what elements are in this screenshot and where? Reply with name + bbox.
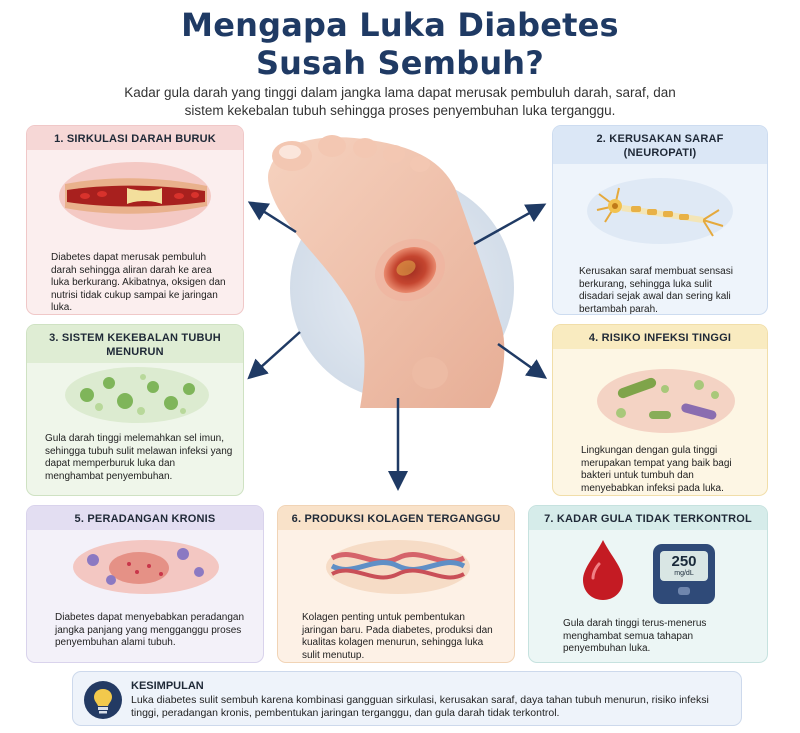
conclusion-title: KESIMPULAN: [131, 680, 204, 692]
meter-value: 250: [671, 553, 697, 570]
card-title: 6. PRODUKSI KOLAGEN TERGANGGU: [278, 506, 514, 530]
conclusion-box: KESIMPULAN Luka diabetes sulit sembuh ka…: [72, 671, 742, 726]
card-inflammation: 5. PERADANGAN KRONIS Diabetes dapat meny…: [26, 505, 264, 663]
card-infection: 4. RISIKO INFEKSI TINGGI Lingkungan deng…: [552, 324, 768, 496]
card-text: Gula darah tinggi melemahkan sel imun, s…: [45, 433, 233, 482]
card-title: 4. RISIKO INFEKSI TINGGI: [553, 325, 767, 349]
title-line-2: Susah Sembuh?: [255, 44, 545, 82]
blood-vessel-icon: [59, 162, 211, 230]
page-subtitle: Kadar gula darah yang tinggi dalam jangk…: [124, 85, 676, 118]
card-text: Diabetes dapat menyebabkan peradangan ja…: [55, 612, 245, 648]
page-title: Mengapa Luka Diabetes Susah Sembuh?: [0, 6, 800, 82]
lightbulb-icon: [84, 681, 122, 719]
title-line-1: Mengapa Luka Diabetes: [181, 6, 619, 44]
meter-unit: mg/dL: [674, 570, 694, 577]
meter-screen: 250 mg/dL: [660, 551, 708, 581]
conclusion-text: Luka diabetes sulit sembuh karena kombin…: [131, 694, 709, 719]
collagen-icon: [326, 540, 470, 594]
neuron-icon: [587, 178, 733, 244]
inflammation-icon: [73, 540, 219, 594]
card-title: 7. KADAR GULA TIDAK TERKONTROL: [529, 506, 767, 530]
glucose-meter-icon: 250 mg/dL: [653, 544, 715, 604]
bacteria-icon: [597, 369, 735, 433]
card-title: 1. SIRKULASI DARAH BURUK: [27, 126, 243, 150]
immune-cells-icon: [65, 367, 209, 423]
blood-drop-icon: [583, 540, 623, 600]
foot-wound-illustration: [267, 135, 514, 408]
card-immune: 3. SISTEM KEKEBALAN TUBUH MENURUN Gula d…: [26, 324, 244, 496]
card-neuropathy: 2. KERUSAKAN SARAF (NEUROPATI) Kerusakan…: [552, 125, 768, 315]
card-circulation: 1. SIRKULASI DARAH BURUK Diabetes dapat …: [26, 125, 244, 315]
card-text: Kolagen penting untuk pembentukan jaring…: [302, 612, 493, 661]
card-text: Diabetes dapat merusak pembuluh darah se…: [51, 252, 226, 313]
card-collagen: 6. PRODUKSI KOLAGEN TERGANGGU Kolagen pe…: [277, 505, 515, 663]
card-text: Kerusakan saraf membuat sensasi berkuran…: [579, 266, 733, 315]
card-text: Gula darah tinggi terus-menerus menghamb…: [563, 618, 707, 654]
card-title: 2. KERUSAKAN SARAF (NEUROPATI): [553, 126, 767, 164]
card-glucose: 7. KADAR GULA TIDAK TERKONTROL 250 mg/dL…: [528, 505, 768, 663]
card-title: 5. PERADANGAN KRONIS: [27, 506, 263, 530]
meter-button: [678, 587, 690, 595]
card-title: 3. SISTEM KEKEBALAN TUBUH MENURUN: [27, 325, 243, 363]
card-text: Lingkungan dengan gula tinggi merupakan …: [581, 445, 732, 494]
